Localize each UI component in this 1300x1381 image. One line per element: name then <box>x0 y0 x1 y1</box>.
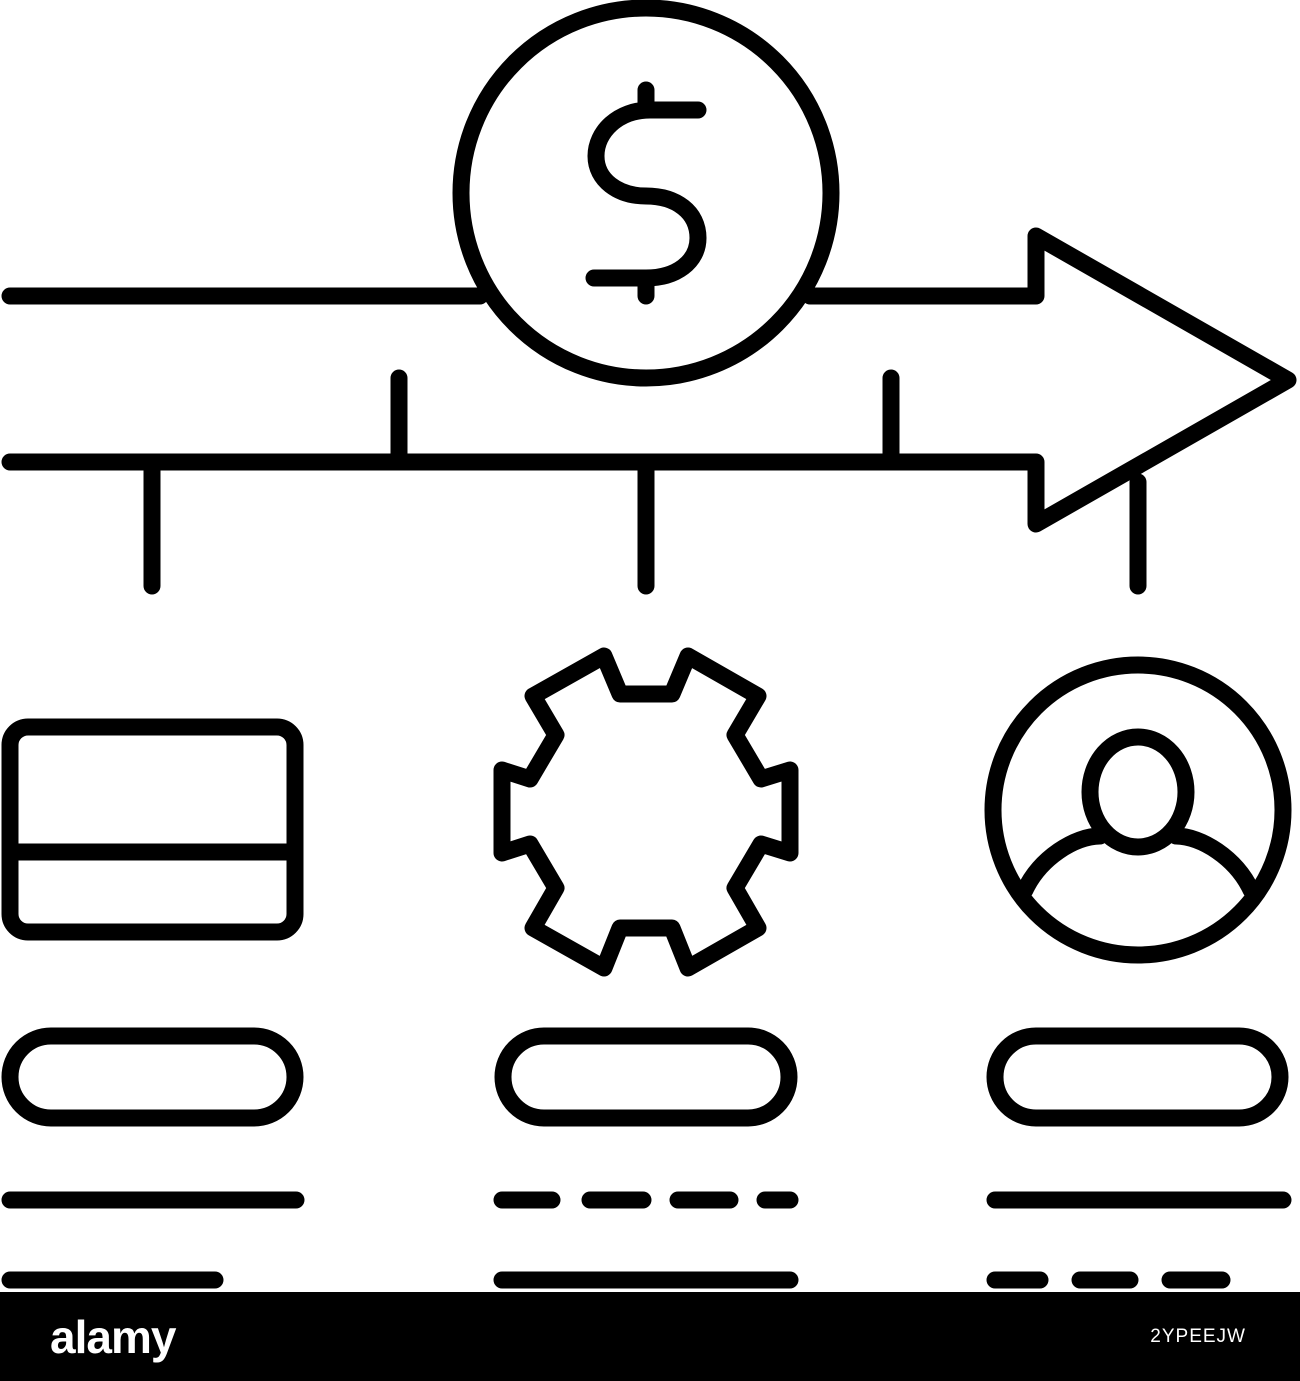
pill-left <box>1 1027 304 1127</box>
watermark-footer: alamy 2YPEEJW <box>0 1292 1300 1381</box>
coin-circle <box>452 0 840 387</box>
gear-icon <box>493 647 799 977</box>
label-pills <box>1 1027 1289 1127</box>
avatar-head <box>1081 728 1195 856</box>
pill-center <box>494 1027 798 1127</box>
pill-right <box>986 1027 1289 1127</box>
credit-card-icon <box>1 718 304 941</box>
arrow-outline <box>1 227 1297 533</box>
brand-logo: alamy <box>50 1310 176 1363</box>
timeline-arrow <box>1 227 1297 595</box>
text-lines <box>1 1191 1292 1289</box>
pricing-workflow-illustration <box>1 0 1297 1289</box>
avatar-circle <box>984 656 1292 964</box>
dollar-coin-icon <box>452 0 840 387</box>
user-avatar-icon <box>984 656 1292 964</box>
avatar-shoulders <box>1016 827 1260 899</box>
card-body <box>1 718 304 941</box>
image-id-label: 2YPEEJW <box>1150 1325 1246 1347</box>
gear-outline <box>493 647 799 977</box>
dollar-sign <box>585 101 707 287</box>
